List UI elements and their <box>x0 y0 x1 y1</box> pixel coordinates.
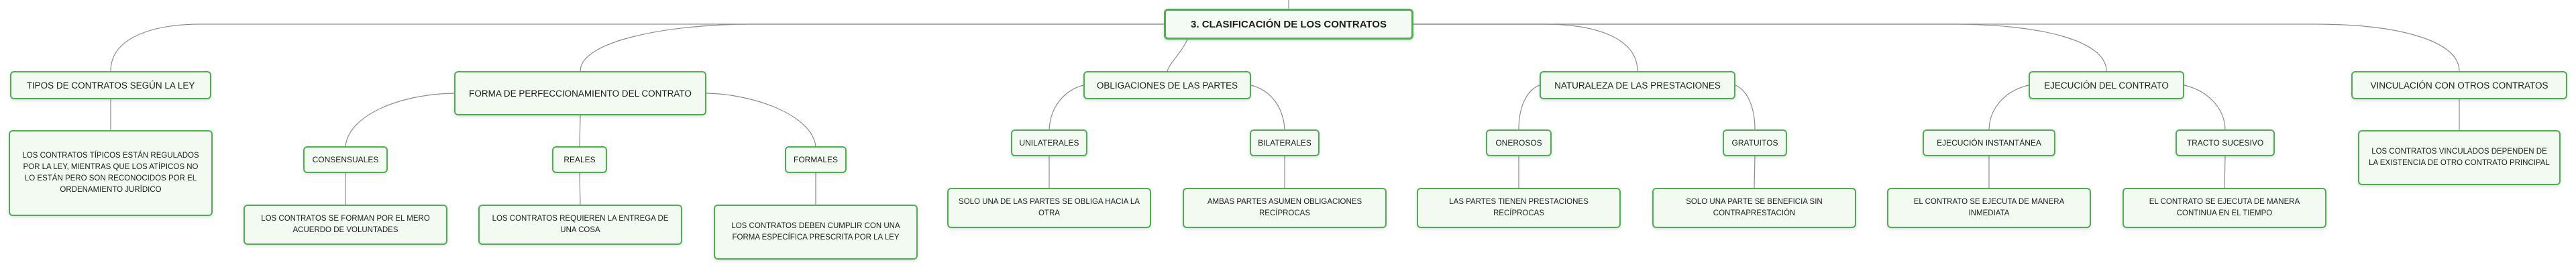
leaf-text: LOS CONTRATOS SE FORMAN POR EL MERO ACUE… <box>261 214 430 234</box>
leaf-formales[interactable]: LOS CONTRATOS DEBEN CUMPLIR CON UNA FORM… <box>714 205 918 260</box>
connector-tracto-leaf <box>2224 156 2226 189</box>
connector-root-to-branch-4 <box>1413 23 1638 72</box>
branch-obligaciones-partes[interactable]: OBLIGACIONES DE LAS PARTES <box>1083 71 1251 99</box>
connector-obligaciones-bilaterales <box>1250 85 1285 130</box>
leaf-text: SOLO UNA PARTE SE BENEFICIA SIN CONTRAPR… <box>1686 197 1823 217</box>
sub-label: ONEROSOS <box>1495 138 1542 148</box>
leaf-onerosos[interactable]: LAS PARTES TIENEN PRESTACIONES RECÍPROCA… <box>1417 188 1621 228</box>
connector-forma-formales <box>706 93 816 147</box>
leaf-tipos-segun-ley[interactable]: LOS CONTRATOS TÍPICOS ESTÁN REGULADOS PO… <box>9 130 213 216</box>
leaf-ejecucion-instantanea[interactable]: EL CONTRATO SE EJECUTA DE MANERA INMEDIA… <box>1887 188 2091 228</box>
leaf-text: LOS CONTRATOS VINCULADOS DEPENDEN DE LA … <box>2369 147 2550 167</box>
leaf-text: AMBAS PARTES ASUMEN OBLIGACIONES RECÍPRO… <box>1207 197 1362 217</box>
sub-label: GRATUITOS <box>1731 138 1778 148</box>
connector-root-to-branch-6 <box>1413 23 2460 72</box>
sub-ejecucion-instantanea[interactable]: EJECUCIÓN INSTANTÁNEA <box>1923 129 2055 156</box>
branch-label: VINCULACIÓN CON OTROS CONTRATOS <box>2370 80 2548 91</box>
connector-ejecucion-instantanea <box>1988 85 2029 130</box>
leaf-text: LOS CONTRATOS DEBEN CUMPLIR CON UNA FORM… <box>731 221 900 241</box>
leaf-bilaterales[interactable]: AMBAS PARTES ASUMEN OBLIGACIONES RECÍPRO… <box>1183 188 1387 228</box>
sub-onerosos[interactable]: ONEROSOS <box>1486 129 1552 156</box>
branch-label: TIPOS DE CONTRATOS SEGÚN LA LEY <box>26 80 195 91</box>
leaf-text: EL CONTRATO SE EJECUTA DE MANERA CONTINU… <box>2149 197 2300 217</box>
leaf-reales[interactable]: LOS CONTRATOS REQUIEREN LA ENTREGA DE UN… <box>478 205 682 245</box>
sub-label: BILATERALES <box>1258 138 1311 148</box>
branch-tipos-segun-ley[interactable]: TIPOS DE CONTRATOS SEGÚN LA LEY <box>10 71 211 99</box>
connector-root-to-branch-2 <box>580 23 1164 72</box>
leaf-text: LOS CONTRATOS TÍPICOS ESTÁN REGULADOS PO… <box>22 151 199 195</box>
branch-label: NATURALEZA DE LAS PRESTACIONES <box>1554 80 1721 91</box>
branch-label: EJECUCIÓN DEL CONTRATO <box>2044 80 2169 91</box>
connector-gratuitos-leaf <box>1754 156 1756 189</box>
sub-consensuales[interactable]: CONSENSUALES <box>303 146 388 173</box>
branch-ejecucion-contrato[interactable]: EJECUCIÓN DEL CONTRATO <box>2029 71 2184 99</box>
branch-forma-perfeccionamiento[interactable]: FORMA DE PERFECCIONAMIENTO DEL CONTRATO <box>454 71 706 115</box>
connector-root-to-branch-5 <box>1413 23 2107 72</box>
sub-bilaterales[interactable]: BILATERALES <box>1250 129 1320 156</box>
sub-gratuitos[interactable]: GRATUITOS <box>1723 129 1787 156</box>
root-node[interactable]: 3. CLASIFICACIÓN DE LOS CONTRATOS <box>1164 9 1413 40</box>
leaf-vinculacion-contratos[interactable]: LOS CONTRATOS VINCULADOS DEPENDEN DE LA … <box>2358 130 2561 185</box>
branch-label: OBLIGACIONES DE LAS PARTES <box>1096 80 1238 91</box>
branch-label: FORMA DE PERFECCIONAMIENTO DEL CONTRATO <box>469 88 692 99</box>
sub-tracto-sucesivo[interactable]: TRACTO SUCESIVO <box>2176 129 2275 156</box>
leaf-text: LOS CONTRATOS REQUIEREN LA ENTREGA DE UN… <box>492 214 669 234</box>
leaf-text: EL CONTRATO SE EJECUTA DE MANERA INMEDIA… <box>1913 197 2065 217</box>
connector-obligaciones-unilaterales <box>1049 85 1084 130</box>
sub-label: CONSENSUALES <box>312 155 379 164</box>
leaf-consensuales[interactable]: LOS CONTRATOS SE FORMAN POR EL MERO ACUE… <box>244 205 447 245</box>
leaf-tracto-sucesivo[interactable]: EL CONTRATO SE EJECUTA DE MANERA CONTINU… <box>2123 188 2326 228</box>
connector-naturaleza-onerosos <box>1518 85 1540 130</box>
leaf-text: LAS PARTES TIENEN PRESTACIONES RECÍPROCA… <box>1449 197 1589 217</box>
sub-unilaterales[interactable]: UNILATERALES <box>1011 129 1087 156</box>
leaf-unilaterales[interactable]: SOLO UNA DE LAS PARTES SE OBLIGA HACIA L… <box>947 188 1151 228</box>
sub-label: UNILATERALES <box>1019 138 1079 148</box>
connector-root-to-branch-3 <box>1167 39 1188 72</box>
sub-label: EJECUCIÓN INSTANTÁNEA <box>1937 138 2041 148</box>
sub-reales[interactable]: REALES <box>552 146 607 173</box>
root-label: 3. CLASIFICACIÓN DE LOS CONTRATOS <box>1191 18 1387 30</box>
connector-naturaleza-gratuitos <box>1735 85 1756 130</box>
sub-label: TRACTO SUCESIVO <box>2186 138 2264 148</box>
leaf-text: SOLO UNA DE LAS PARTES SE OBLIGA HACIA L… <box>959 197 1140 217</box>
sub-formales[interactable]: FORMALES <box>785 146 847 173</box>
leaf-gratuitos[interactable]: SOLO UNA PARTE SE BENEFICIA SIN CONTRAPR… <box>1652 188 1856 228</box>
connector-forma-consensuales <box>345 93 455 147</box>
connector-ejecucion-tracto <box>2184 85 2226 130</box>
sub-label: FORMALES <box>793 155 838 164</box>
sub-label: REALES <box>564 155 596 164</box>
branch-vinculacion-contratos[interactable]: VINCULACIÓN CON OTROS CONTRATOS <box>2351 71 2567 99</box>
branch-naturaleza-prestaciones[interactable]: NATURALEZA DE LAS PRESTACIONES <box>1540 71 1735 99</box>
connector-root-to-branch-1 <box>110 23 1164 72</box>
